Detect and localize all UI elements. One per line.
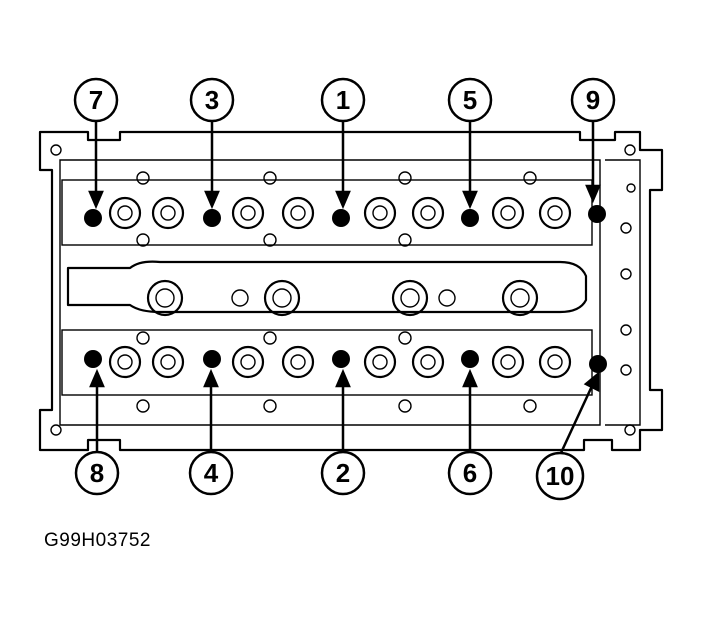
callout-5: 5 — [447, 77, 493, 123]
spark-plug-wells — [146, 279, 539, 317]
callout-2: 2 — [320, 450, 366, 496]
callout-10: 10 — [535, 451, 585, 501]
casting-holes — [50, 144, 636, 436]
head-bolt-10 — [589, 355, 607, 373]
head-bolt-4 — [203, 350, 221, 368]
callout-8: 8 — [74, 450, 120, 496]
head-bolt-6 — [461, 350, 479, 368]
callout-label-8: 8 — [90, 458, 104, 488]
intake-rail — [605, 159, 641, 426]
callout-label-9: 9 — [586, 85, 600, 115]
callout-label-5: 5 — [463, 85, 477, 115]
cylinder-head-outline — [38, 130, 664, 452]
head-bolts — [84, 205, 607, 373]
callout-label-10: 10 — [546, 461, 575, 491]
callout-label-4: 4 — [204, 458, 219, 488]
callout-6: 6 — [447, 450, 493, 496]
callout-label-7: 7 — [89, 85, 103, 115]
head-bolt-9 — [588, 205, 606, 223]
head-bolt-3 — [203, 209, 221, 227]
head-bolt-7 — [84, 209, 102, 227]
callout-9: 9 — [570, 77, 616, 123]
callout-label-2: 2 — [336, 458, 350, 488]
head-bolt-5 — [461, 209, 479, 227]
callout-label-6: 6 — [463, 458, 477, 488]
callout-label-1: 1 — [336, 85, 350, 115]
callout-leaders — [88, 120, 601, 456]
head-bolt-2 — [332, 350, 350, 368]
inner-wall-outline — [59, 159, 601, 426]
head-bolt-1 — [332, 209, 350, 227]
head-bolt-8 — [84, 350, 102, 368]
figure-code: G99H03752 — [44, 530, 151, 551]
spark-plug-gallery — [66, 260, 588, 314]
callout-4: 4 — [188, 450, 234, 496]
callout-7: 7 — [73, 77, 119, 123]
top-camshaft-row — [61, 171, 593, 247]
callout-3: 3 — [189, 77, 235, 123]
callout-1: 1 — [320, 77, 366, 123]
callout-label-3: 3 — [205, 85, 219, 115]
bottom-camshaft-row — [61, 329, 593, 413]
